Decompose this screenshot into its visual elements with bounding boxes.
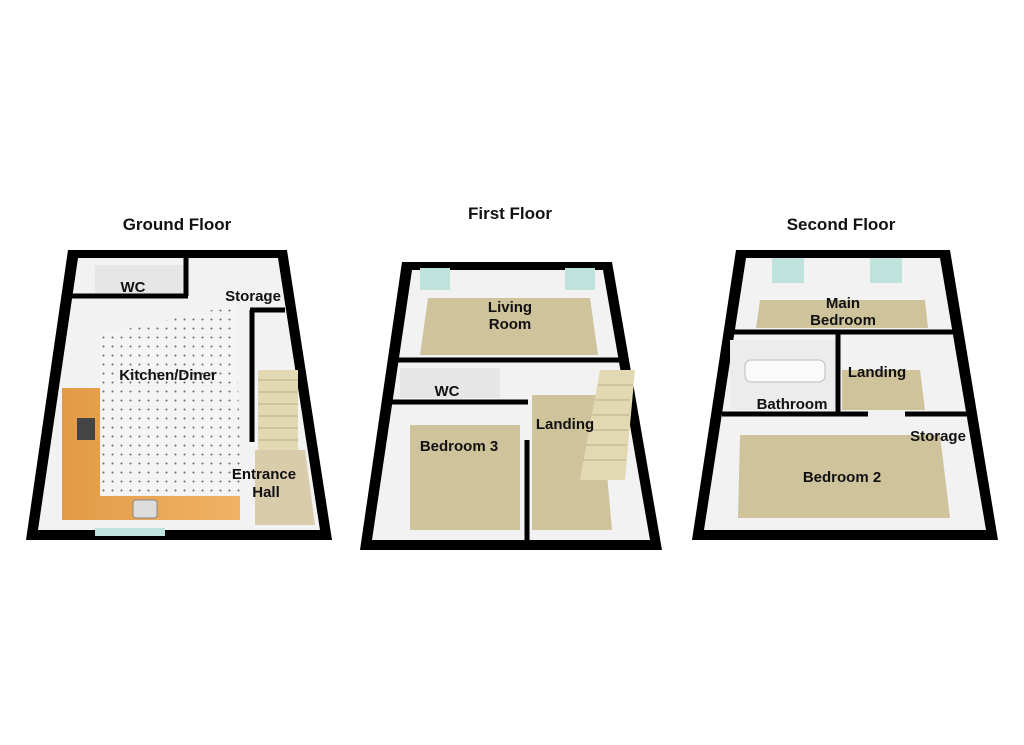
- window: [870, 258, 902, 283]
- room-label-bedroom-2: Bedroom 2: [803, 469, 881, 486]
- room-label-bedroom: Bedroom: [810, 312, 876, 329]
- bedroom-3-floor: [410, 425, 520, 530]
- ground-floor-title: Ground Floor: [123, 215, 232, 234]
- main-bedroom-floor: [756, 300, 928, 328]
- room-label-entrance: Entrance: [232, 466, 296, 483]
- first-floor-title: First Floor: [468, 204, 552, 223]
- wc-room: [95, 265, 185, 295]
- second-floor: Second Floor Main Bedroom Landing Bathro…: [692, 215, 998, 540]
- window: [772, 258, 804, 283]
- room-label-main: Main: [826, 295, 860, 312]
- window: [565, 268, 595, 290]
- room-label-storage: Storage: [225, 288, 281, 305]
- room-label-room: Room: [489, 316, 532, 333]
- window: [420, 268, 450, 290]
- ground-floor: Ground Floor WC Storage Kitchen/Diner En…: [26, 215, 332, 540]
- kitchen-floor: [100, 305, 242, 495]
- room-label-bedroom-3: Bedroom 3: [420, 438, 498, 455]
- first-floor: First Floor Living Room WC Landing Bedro…: [360, 204, 662, 550]
- staircase: [580, 370, 635, 480]
- room-label-wc: WC: [435, 383, 460, 400]
- landing-floor: [842, 370, 925, 410]
- room-label-wc: WC: [121, 279, 146, 296]
- room-label-living: Living: [488, 299, 532, 316]
- room-label-landing: Landing: [536, 416, 594, 433]
- kitchen-counter: [62, 388, 240, 520]
- window: [95, 528, 165, 536]
- staircase: [258, 370, 298, 450]
- room-label-storage: Storage: [910, 428, 966, 445]
- room-label-kitchen-diner: Kitchen/Diner: [119, 367, 217, 384]
- room-label-hall: Hall: [252, 484, 280, 501]
- sink-icon: [132, 499, 158, 519]
- wc-room: [400, 368, 500, 398]
- bedroom-2-floor: [738, 435, 950, 518]
- second-floor-title: Second Floor: [787, 215, 896, 234]
- room-label-bathroom: Bathroom: [757, 396, 828, 413]
- bath-icon: [744, 359, 826, 383]
- hob-icon: [77, 418, 95, 440]
- hall-floor: [255, 450, 315, 525]
- room-label-landing: Landing: [848, 364, 906, 381]
- living-room-floor: [420, 298, 598, 355]
